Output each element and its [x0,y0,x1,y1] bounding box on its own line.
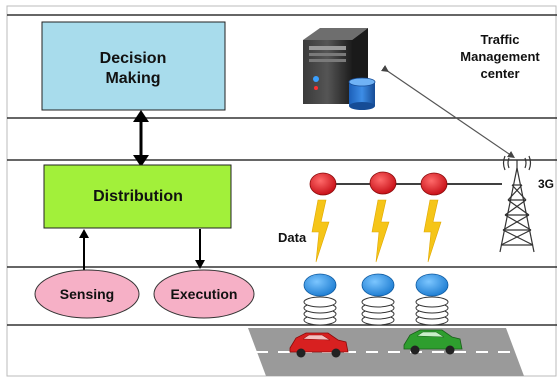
traffic-center-label-1: Traffic [480,32,519,47]
sensing-label: Sensing [60,286,114,302]
lightning-bolt-2 [371,199,390,263]
red-car-icon [289,332,349,358]
lightning-bolt-3 [423,199,442,263]
sensor-stack-2 [361,273,395,326]
database-icon [348,77,376,110]
distribution-label: Distribution [93,188,183,205]
double-arrow-up-head [133,110,149,122]
execution-label: Execution [171,286,238,302]
red-node-3 [420,172,448,196]
double-arrow-down-head [133,155,149,167]
execution-arrow-head [195,260,205,269]
server-tower-link [380,64,515,159]
decision-making-label-1: Decision [100,50,167,67]
lightning-bolt-1 [311,199,330,263]
red-node-2 [369,171,397,195]
sensing-ellipse [34,269,140,319]
sensing-arrow-head [79,229,89,238]
decision-making-label-2: Making [105,70,160,87]
traffic-center-label-3: center [480,66,519,81]
red-node-1 [309,172,337,196]
network-3g-label: 3G [538,177,554,191]
cell-tower-icon [499,155,535,253]
traffic-center-label-2: Management [460,49,540,64]
data-label: Data [278,230,307,245]
distribution-box [43,164,232,229]
green-car-icon [403,329,463,355]
sensor-stack-3 [415,273,449,326]
sensor-stack-1 [303,273,337,326]
execution-ellipse [153,269,255,319]
decision-making-box [41,21,226,111]
server-icon [303,28,368,104]
